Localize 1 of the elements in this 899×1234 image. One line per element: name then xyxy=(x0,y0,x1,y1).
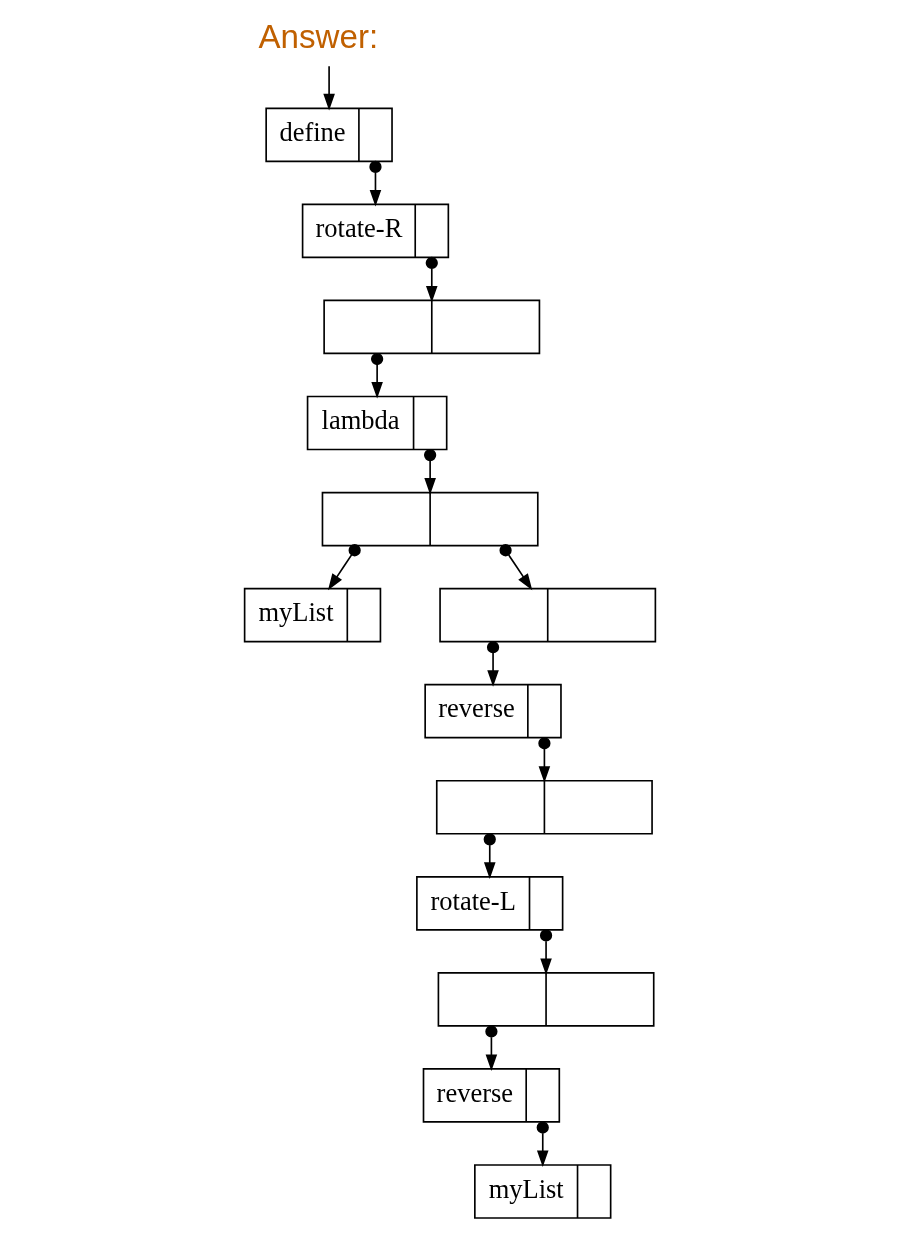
diagram-title: Answer: xyxy=(258,18,378,56)
